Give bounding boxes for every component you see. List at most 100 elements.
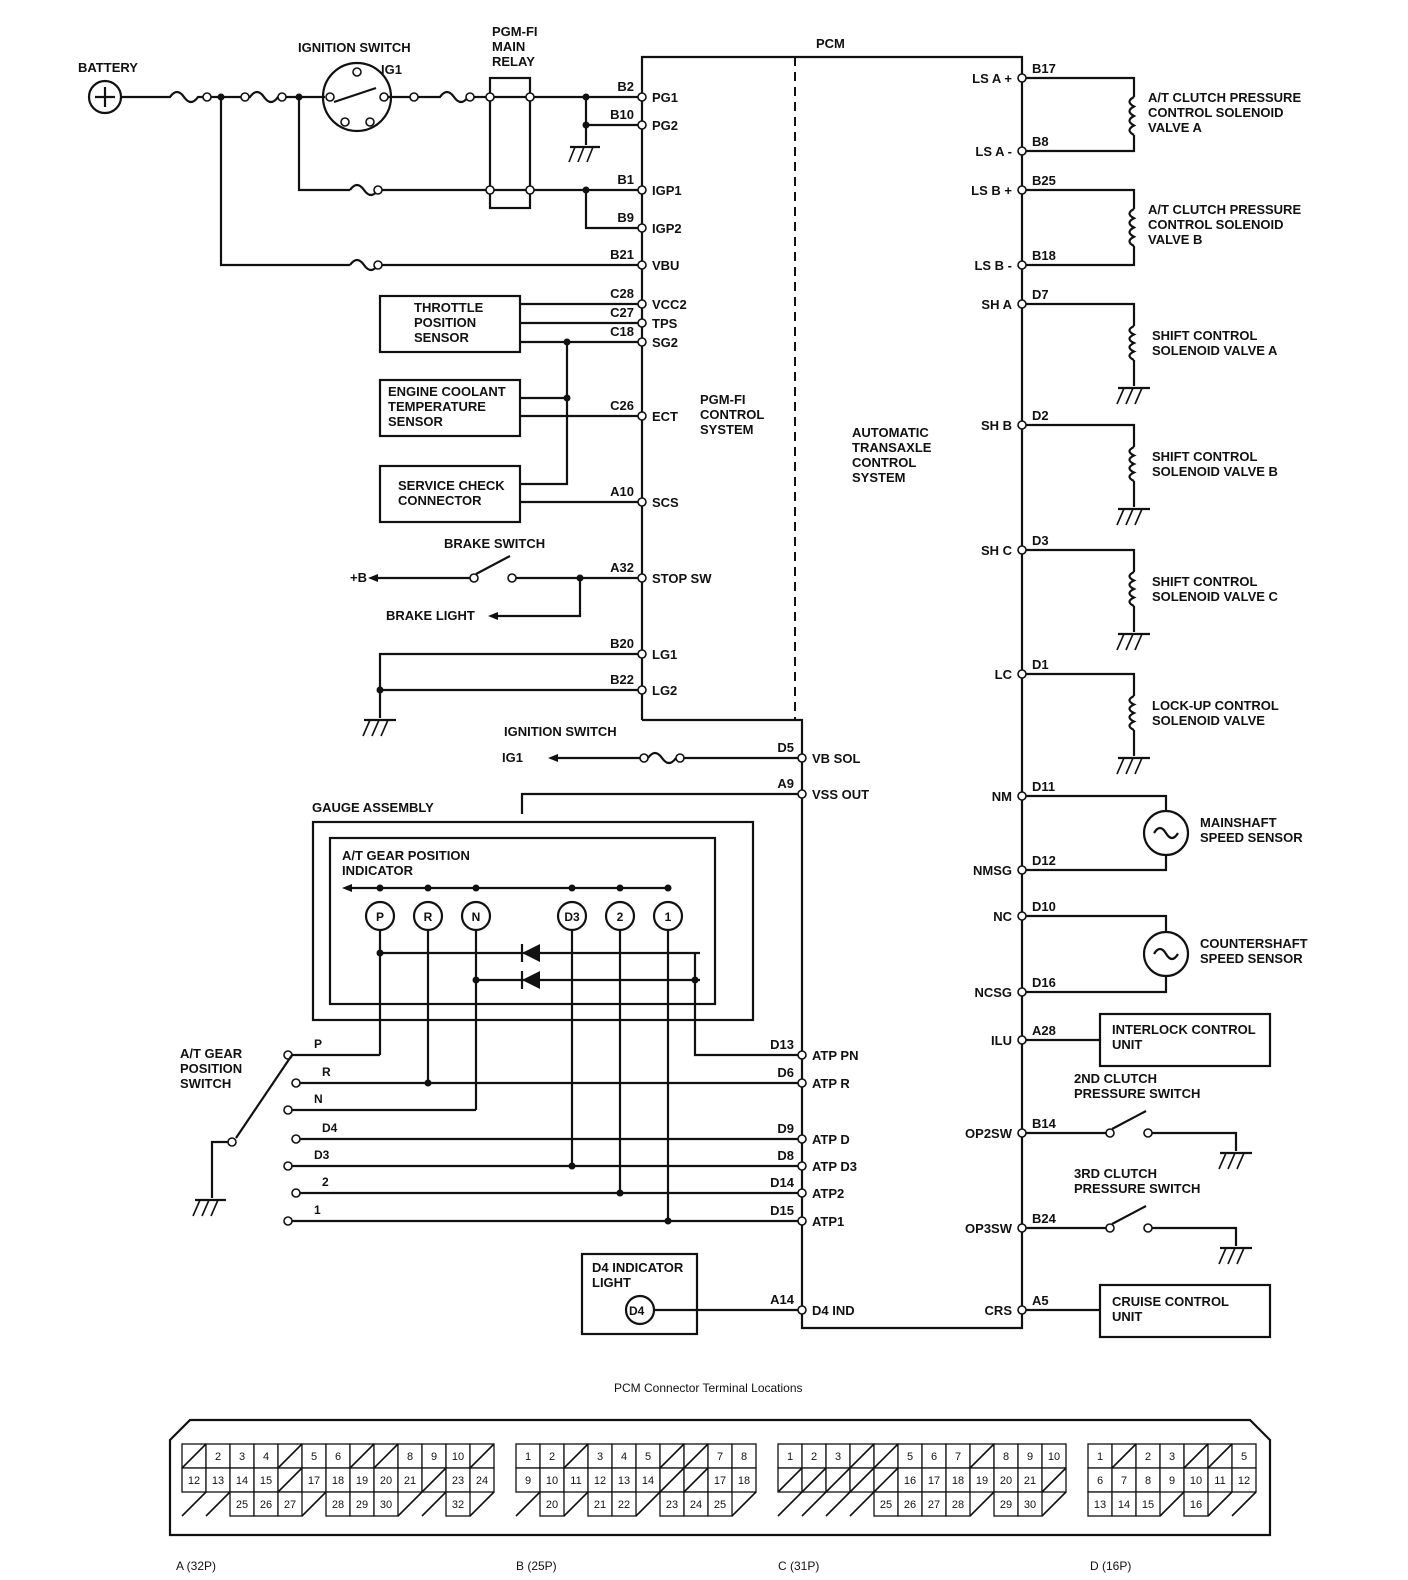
pin-D5 <box>797 753 807 763</box>
conn-d-cell <box>1111 1491 1137 1517</box>
conn-d-terminal: 6 <box>1097 1475 1103 1487</box>
conn-c-terminal: 29 <box>1000 1499 1012 1511</box>
conn-d-cell <box>1183 1491 1209 1517</box>
pin-A5 <box>1017 1305 1027 1315</box>
pin-label: B20 <box>610 636 634 651</box>
conn-c-terminal: 26 <box>904 1499 916 1511</box>
conn-d-terminal: 15 <box>1142 1499 1154 1511</box>
conn-c-terminal: 27 <box>928 1499 940 1511</box>
pin-B8 <box>1017 146 1027 156</box>
pin-label: C27 <box>610 305 634 320</box>
conn-c-terminal: 20 <box>1000 1475 1012 1487</box>
conn-b-cell <box>635 1467 661 1493</box>
conn-a-terminal: 25 <box>236 1499 248 1511</box>
conn-d-terminal: 14 <box>1118 1499 1130 1511</box>
ground-symbol-sw <box>192 1198 226 1217</box>
conn-b-terminal: 5 <box>645 1451 651 1463</box>
conn-a-terminal: 10 <box>452 1451 464 1463</box>
pin-label: A28 <box>1032 1023 1056 1038</box>
pin-label: B1 <box>617 172 634 187</box>
d4-indicator-box <box>580 1252 699 1336</box>
conn-c-terminal: 19 <box>976 1475 988 1487</box>
signal-label: ATP1 <box>812 1214 844 1229</box>
pin-C26 <box>637 411 647 421</box>
conn-c-cell <box>993 1491 1019 1517</box>
pin-D10 <box>1017 911 1027 921</box>
pin-label: D12 <box>1032 853 1056 868</box>
conn-b-cell <box>707 1467 733 1493</box>
conn-d-terminal: 13 <box>1094 1499 1106 1511</box>
plus-b-label: +B <box>350 570 367 585</box>
pin-D2 <box>1017 420 1027 430</box>
conn-c-cell <box>897 1467 923 1493</box>
signal-label: SH A <box>981 297 1012 312</box>
conn-b-terminal: 14 <box>642 1475 654 1487</box>
conn-a-cell <box>277 1491 303 1517</box>
conn-a-cell <box>205 1467 231 1493</box>
pin-B20 <box>637 649 647 659</box>
pin-label: C18 <box>610 324 634 339</box>
pin-label: D3 <box>1032 533 1049 548</box>
conn-d-cell <box>1087 1491 1113 1517</box>
conn-d-terminal: 1 <box>1097 1451 1103 1463</box>
pin-label: D15 <box>770 1203 794 1218</box>
pin-label: D16 <box>1032 975 1056 990</box>
signal-label: TPS <box>652 316 678 331</box>
conn-a-terminal: 24 <box>476 1475 488 1487</box>
ignition-switch-2-label: IGNITION SWITCH <box>504 724 617 739</box>
signal-label: LS A - <box>975 144 1012 159</box>
pin-label: D6 <box>777 1065 794 1080</box>
conn-c-terminal: 18 <box>952 1475 964 1487</box>
pin-label: B25 <box>1032 173 1056 188</box>
conn-c-cell <box>921 1443 947 1469</box>
signal-label: VCC2 <box>652 297 687 312</box>
pin-B24 <box>1017 1223 1027 1233</box>
connectors-title: PCM Connector Terminal Locations <box>614 1381 803 1395</box>
conn-c-terminal: 25 <box>880 1499 892 1511</box>
conn-d-cell <box>1207 1467 1233 1493</box>
pin-label: D13 <box>770 1037 794 1052</box>
pin-label: B18 <box>1032 248 1056 263</box>
conn-a-cell <box>301 1467 327 1493</box>
conn-c-terminal: 3 <box>835 1451 841 1463</box>
pin-B2 <box>637 92 647 102</box>
pin-D13 <box>797 1050 807 1060</box>
conn-b-terminal: 2 <box>549 1451 555 1463</box>
conn-b-terminal: 11 <box>570 1475 581 1487</box>
conn-a-terminal: 13 <box>212 1475 224 1487</box>
conn-b-cell <box>515 1443 541 1469</box>
pin-D14 <box>797 1188 807 1198</box>
conn-a-terminal: 28 <box>332 1499 344 1511</box>
gauge-assembly-label: GAUGE ASSEMBLY <box>312 800 434 815</box>
pcm-outline <box>640 55 1024 1330</box>
pin-B14 <box>1017 1128 1027 1138</box>
conn-c-terminal: 2 <box>811 1451 817 1463</box>
conn-b-terminal: 17 <box>714 1475 726 1487</box>
pin-label: B9 <box>617 210 634 225</box>
conn-a-terminal: 30 <box>380 1499 392 1511</box>
pin-C28 <box>637 299 647 309</box>
signal-label: ATP D3 <box>812 1159 857 1174</box>
connector-label: D (16P) <box>1090 1559 1131 1573</box>
conn-b-terminal: 7 <box>717 1451 723 1463</box>
signal-label: VB SOL <box>812 751 860 766</box>
brake-switch-label: BRAKE SWITCH <box>444 536 545 551</box>
d4-lamp-label: D4 <box>629 1304 645 1318</box>
conn-a-cell <box>445 1467 471 1493</box>
pin-label: D10 <box>1032 899 1056 914</box>
conn-d-terminal: 9 <box>1169 1475 1175 1487</box>
pin-label: C26 <box>610 398 634 413</box>
conn-b-terminal: 9 <box>525 1475 531 1487</box>
lamp-label: 1 <box>665 910 672 924</box>
pin-B22 <box>637 685 647 695</box>
